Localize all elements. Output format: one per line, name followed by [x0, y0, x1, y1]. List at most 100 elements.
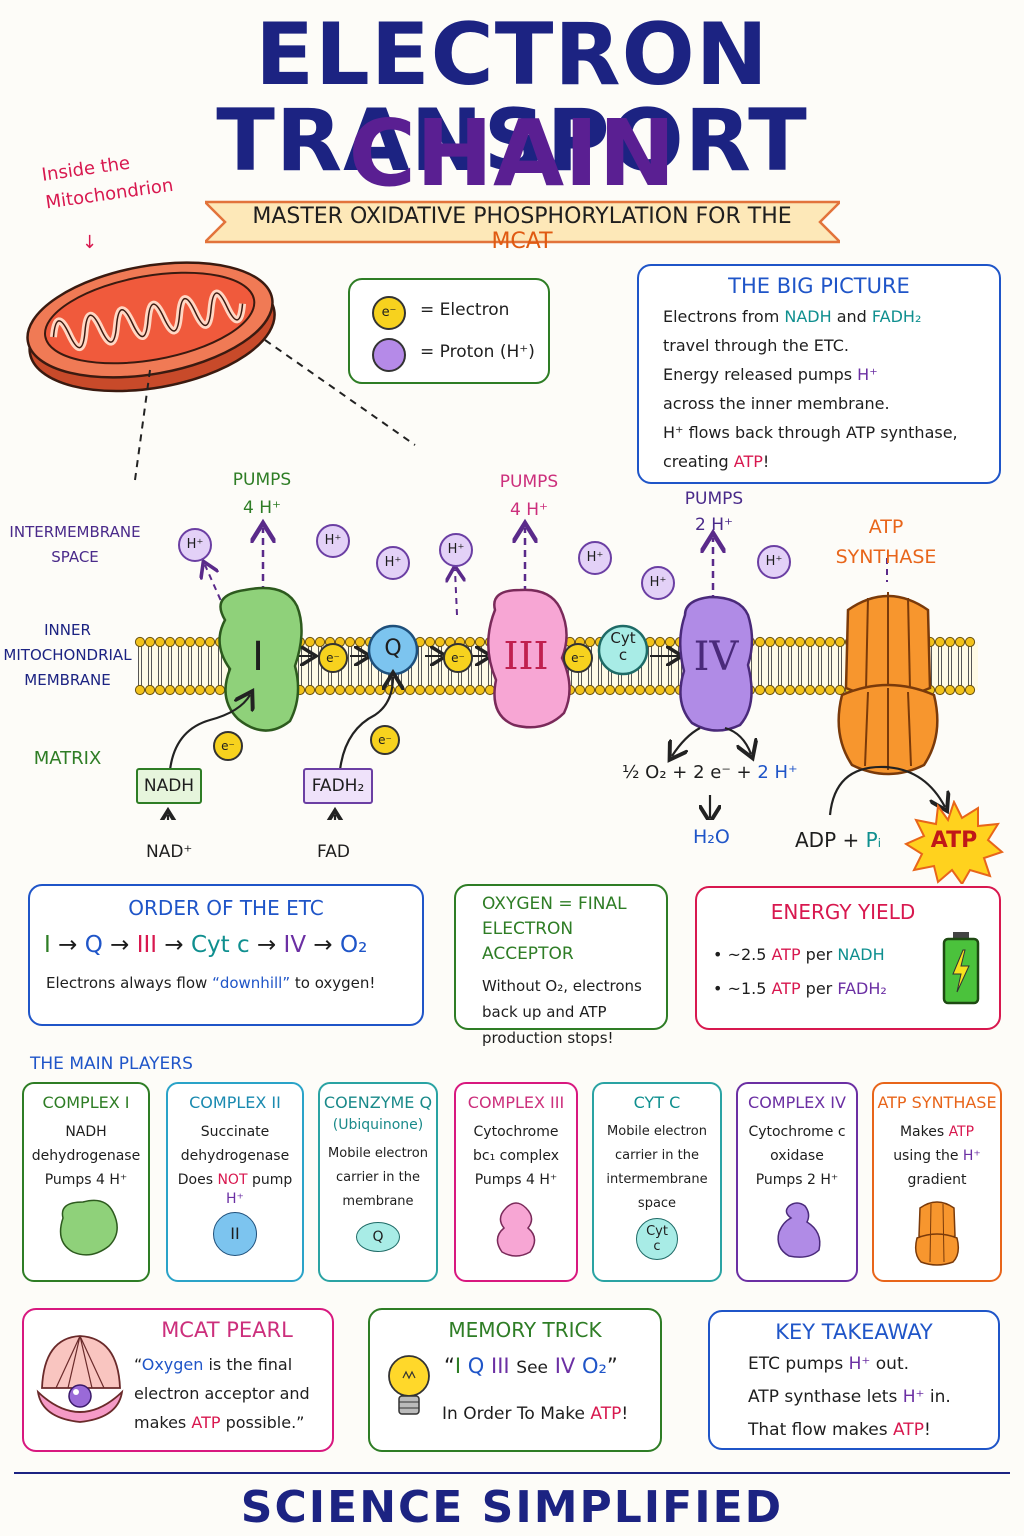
- matrix-label: MATRIX: [33, 748, 102, 769]
- phospholipid-head: [464, 684, 476, 696]
- big-picture-line: Electrons from NADH and FADH₂: [663, 307, 922, 326]
- big-picture-line: creating ATP!: [663, 452, 770, 471]
- phospholipid-head: [134, 684, 146, 696]
- energy-rows: • ~2.5 ATP per NADH • ~1.5 ATP per FADH₂: [697, 938, 999, 1006]
- order-note: Electrons always flow “downhill” to oxyg…: [46, 974, 376, 992]
- energy-row: • ~2.5 ATP per NADH: [713, 945, 885, 964]
- electron-icon: e⁻: [318, 643, 348, 673]
- phospholipid-head: [194, 684, 206, 696]
- phospholipid-head: [804, 684, 816, 696]
- nadh-electron-arrow: [168, 695, 250, 771]
- phospholipid-head: [934, 684, 946, 696]
- phospholipid-head: [754, 636, 766, 648]
- ubiquinone-label: Q: [384, 636, 402, 661]
- phospholipid-head: [644, 684, 656, 696]
- order-box: ORDER OF THE ETC I → Q → III → Cyt c → I…: [28, 884, 424, 1026]
- ribbon-prefix: MASTER OXIDATIVE PHOSPHORYLATION FOR THE: [252, 204, 792, 229]
- phospholipid-head: [154, 684, 166, 696]
- electron-icon: e⁻: [370, 725, 400, 755]
- memory-mnemonic: “I Q III See IV O₂”: [444, 1354, 618, 1378]
- phospholipid-head: [184, 684, 196, 696]
- phospholipid-head: [834, 684, 846, 696]
- phospholipid-head: [324, 684, 336, 696]
- phospholipid-head: [954, 684, 966, 696]
- big-picture-box: THE BIG PICTURE Electrons from NADH and …: [637, 264, 1001, 484]
- ribbon-text: MASTER OXIDATIVE PHOSPHORYLATION FOR THE…: [232, 204, 812, 254]
- phospholipid-head: [474, 636, 486, 648]
- phospholipid-head: [194, 636, 206, 648]
- phospholipid-head: [454, 684, 466, 696]
- battery-icon: [942, 932, 980, 1005]
- atp-synthase-mini-icon: [914, 1201, 960, 1266]
- footer-brand: SCIENCE SIMPLIFIED: [240, 1482, 784, 1533]
- player-card-atp-synthase: ATP SYNTHASE Makes ATP using the H⁺ grad…: [872, 1082, 1002, 1282]
- energy-row: • ~1.5 ATP per FADH₂: [713, 979, 887, 998]
- proton-icon: H⁺: [376, 546, 410, 580]
- legend-box: e⁻ = Electron = Proton (H⁺): [348, 278, 550, 384]
- mito-note-arrow: ↓: [82, 232, 98, 253]
- phospholipid-head: [134, 636, 146, 648]
- phospholipid-head: [964, 636, 976, 648]
- phospholipid-head: [624, 684, 636, 696]
- phospholipid-head: [934, 636, 946, 648]
- nadh-box: NADH: [136, 768, 202, 804]
- mitochondrion-icon: [26, 261, 276, 393]
- phospholipid-head: [144, 636, 156, 648]
- phospholipid-head: [654, 636, 666, 648]
- proton-release-arrow: [455, 570, 457, 616]
- phospholipid-head: [164, 636, 176, 648]
- atp-synthase-shape: [837, 592, 939, 776]
- phospholipid-head: [364, 684, 376, 696]
- atp-burst-icon: [904, 800, 1004, 884]
- complex-3-mini-icon: [496, 1202, 536, 1257]
- order-title: ORDER OF THE ETC: [128, 896, 324, 920]
- complex-3-shape: [487, 588, 571, 729]
- legend-proton-label: = Proton (H⁺): [420, 342, 535, 362]
- phospholipid-head: [354, 636, 366, 648]
- complex-4-label: IV: [693, 634, 739, 680]
- phospholipid-head: [814, 684, 826, 696]
- phospholipid-head: [184, 636, 196, 648]
- phospholipid-head: [444, 684, 456, 696]
- footer-divider: [14, 1472, 1010, 1474]
- complex-2-mini-icon: II: [213, 1212, 257, 1256]
- electron-icon: e⁻: [372, 296, 406, 330]
- phospholipid-head: [664, 636, 676, 648]
- phospholipid-head: [794, 636, 806, 648]
- phospholipid-head: [944, 684, 956, 696]
- phospholipid-head: [944, 636, 956, 648]
- phospholipid-head: [314, 684, 326, 696]
- proton-release-arrow: [205, 565, 226, 611]
- memory-phrase: In Order To Make ATP!: [442, 1404, 629, 1424]
- phospholipid-head: [834, 636, 846, 648]
- fadh2-electron-arrow: [338, 677, 393, 771]
- phospholipid-head: [304, 636, 316, 648]
- phospholipid-head: [474, 684, 486, 696]
- takeaway-body: ETC pumps H⁺ out. ATP synthase lets H⁺ i…: [748, 1354, 951, 1440]
- proton-icon: H⁺: [578, 541, 612, 575]
- fadh2-box: FADH₂: [303, 768, 373, 804]
- phospholipid-head: [584, 684, 596, 696]
- nad-label: NAD⁺: [146, 842, 193, 862]
- phospholipid-head: [344, 636, 356, 648]
- phospholipid-head: [204, 684, 216, 696]
- page-title: ELECTRON TRANSPORT: [216, 5, 808, 191]
- complex-4-shape: [679, 595, 754, 732]
- phospholipid-head: [214, 684, 226, 696]
- pearl-shell-icon: [36, 1335, 124, 1423]
- electron-icon: e⁻: [563, 643, 593, 673]
- electron-icon: e⁻: [213, 731, 243, 761]
- phospholipid-head: [304, 684, 316, 696]
- fad-label: FAD: [317, 842, 350, 862]
- phospholipid-head: [174, 684, 186, 696]
- phospholipid-head: [344, 684, 356, 696]
- coenzyme-q-mini-icon: Q: [356, 1222, 400, 1252]
